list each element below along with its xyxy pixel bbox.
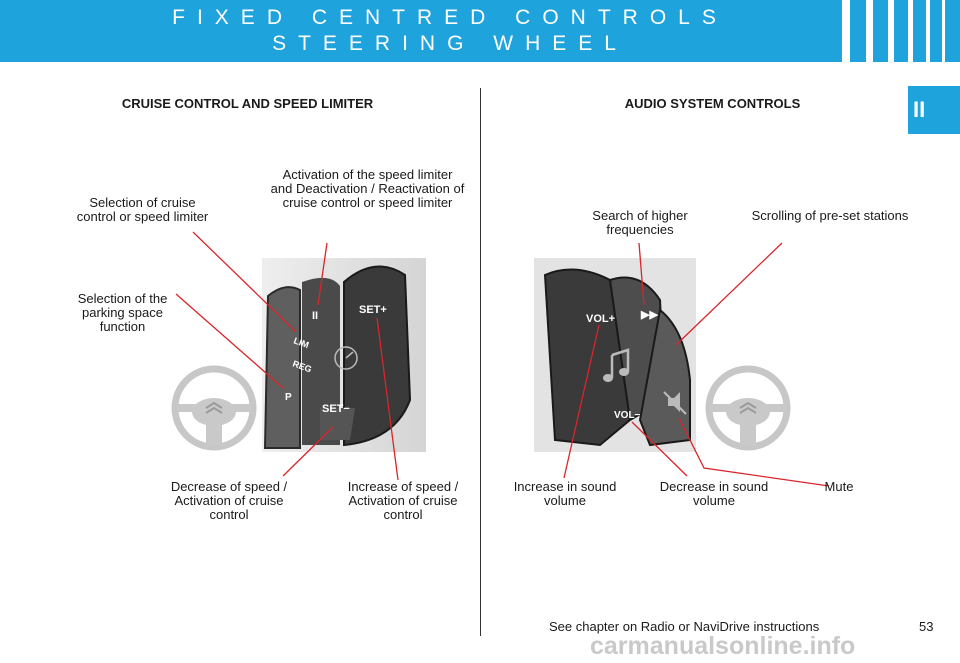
audio-controls-heading: AUDIO SYSTEM CONTROLS bbox=[624, 96, 801, 111]
set-minus-mark: SET− bbox=[322, 403, 350, 415]
label-increase-volume: Increase in sound volume bbox=[513, 479, 617, 508]
label-decrease-volume: Decrease in sound volume bbox=[659, 479, 769, 508]
steering-wheel-icon-left bbox=[171, 365, 257, 451]
speedometer-icon bbox=[334, 346, 358, 370]
label-decrease-speed: Decrease of speed / Activation of cruise… bbox=[170, 479, 288, 522]
watermark: carmanualsonline.info bbox=[590, 632, 856, 660]
vol-plus-mark: VOL+ bbox=[586, 313, 615, 325]
vol-minus-mark: VOL− bbox=[614, 410, 641, 421]
header-stripe bbox=[926, 0, 930, 62]
section-tab[interactable]: II bbox=[908, 86, 960, 134]
cruise-control-heading: CRUISE CONTROL AND SPEED LIMITER bbox=[121, 96, 374, 111]
lim-mark: LIM bbox=[292, 335, 310, 350]
header-stripe bbox=[942, 0, 945, 62]
header-stripe bbox=[888, 0, 894, 62]
label-scrolling-stations: Scrolling of pre-set stations bbox=[751, 208, 909, 223]
steering-wheel-icon-right bbox=[705, 365, 791, 451]
label-selection-cruise: Selection of cruise control or speed lim… bbox=[76, 195, 209, 224]
seek-mark: ▶▶ bbox=[640, 309, 658, 321]
cruise-control-panel bbox=[262, 258, 426, 452]
page-header: FIXED CENTRED CONTROLS STEERING WHEEL bbox=[0, 0, 960, 62]
label-activation-limiter: Activation of the speed limiter and Deac… bbox=[270, 167, 465, 210]
set-plus-mark: SET+ bbox=[359, 304, 387, 316]
header-stripe bbox=[908, 0, 913, 62]
music-note-icon bbox=[603, 348, 630, 382]
footnote: See chapter on Radio or NaviDrive instru… bbox=[549, 619, 820, 634]
page-title-line2: STEERING WHEEL bbox=[272, 32, 628, 55]
page-title-line1: FIXED CENTRED CONTROLS bbox=[172, 6, 728, 29]
page-number: 53 bbox=[919, 619, 934, 634]
column-divider bbox=[480, 88, 481, 636]
mute-speaker-icon bbox=[663, 391, 687, 415]
label-search-higher: Search of higher frequencies bbox=[592, 208, 688, 237]
parking-mark: P bbox=[285, 392, 292, 403]
leader-lines bbox=[175, 231, 830, 487]
header-stripe bbox=[866, 0, 873, 62]
label-parking-function: Selection of the parking space function bbox=[77, 291, 168, 334]
label-mute: Mute bbox=[824, 479, 854, 494]
pause-mark: II bbox=[312, 310, 318, 322]
header-stripe bbox=[842, 0, 850, 62]
label-increase-speed: Increase of speed / Activation of cruise… bbox=[347, 479, 459, 522]
